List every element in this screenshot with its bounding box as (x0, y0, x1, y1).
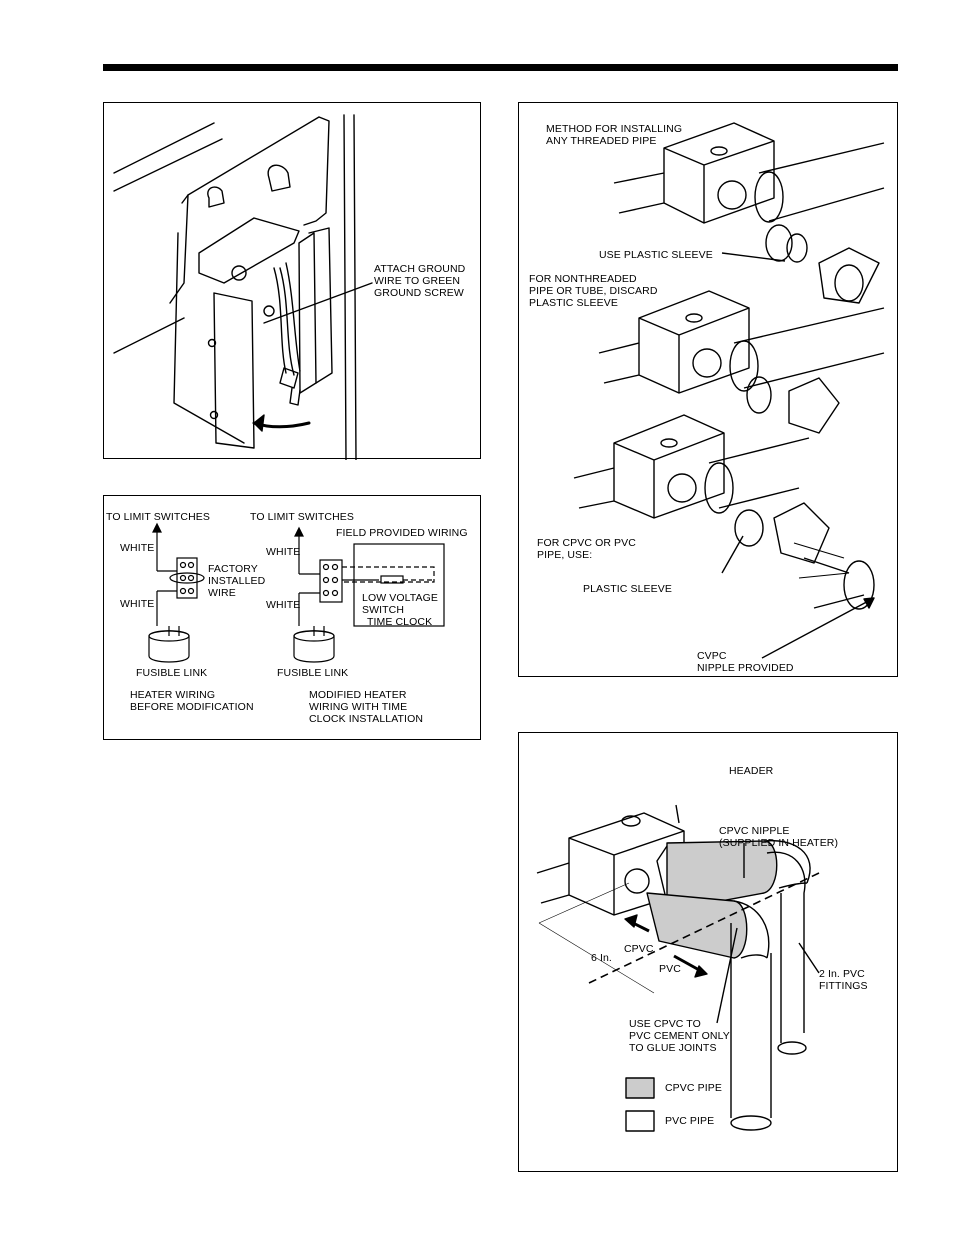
factory-wire-label: FACTORY INSTALLED WIRE (208, 563, 266, 599)
right-to-limit-label: TO LIMIT SWITCHES (250, 511, 354, 523)
right-white-top: WHITE (266, 546, 301, 558)
threaded-pipe-label: METHOD FOR INSTALLING ANY THREADED PIPE (546, 123, 683, 147)
field-wiring-label: FIELD PROVIDED WIRING (336, 527, 468, 539)
header-assembly-1 (613, 122, 885, 304)
pipe-installation-illustration (573, 122, 885, 659)
right-caption: MODIFIED HEATER WIRING WITH TIME CLOCK I… (309, 689, 424, 725)
fittings-label: 2 In. PVC FITTINGS (819, 968, 868, 992)
header-assembly-2 (598, 290, 885, 434)
low-voltage-switch-label: LOW VOLTAGE SWITCH (362, 592, 438, 616)
top-rule (103, 64, 898, 71)
legend-pvc-swatch (625, 1110, 655, 1132)
header-assembly-3 (573, 414, 875, 610)
heater-junction-illustration (113, 114, 373, 460)
left-white-bottom: WHITE (120, 598, 155, 610)
nonthreaded-label: FOR NONTHREADED PIPE OR TUBE, DISCARD PL… (529, 273, 658, 309)
figure-pipe-installation: METHOD FOR INSTALLING ANY THREADED PIPE … (518, 102, 898, 677)
nipple-provided-label: CVPC NIPPLE PROVIDED (697, 650, 794, 674)
legend-cpvc-label: CPVC PIPE (665, 1082, 722, 1094)
right-fusible-link-label: FUSIBLE LINK (277, 667, 349, 679)
ground-wire-label: ATTACH GROUND WIRE TO GREEN GROUND SCREW (374, 263, 466, 299)
use-plastic-sleeve-label: USE PLASTIC SLEEVE (599, 249, 713, 261)
legend-pvc-label: PVC PIPE (665, 1115, 715, 1127)
cpvc-nipple-label: CPVC NIPPLE (SUPPLIED IN HEATER) (719, 825, 839, 849)
header-label: HEADER (729, 765, 774, 777)
right-white-bottom: WHITE (266, 599, 301, 611)
left-white-top: WHITE (120, 542, 155, 554)
left-to-limit-label: TO LIMIT SWITCHES (106, 511, 210, 523)
cement-label: USE CPVC TO PVC CEMENT ONLY TO GLUE JOIN… (629, 1018, 730, 1054)
cpvc-pvc-illustration (536, 804, 820, 1132)
legend-cpvc-swatch (625, 1077, 655, 1099)
left-fusible-link-label: FUSIBLE LINK (136, 667, 208, 679)
figure-ground-wire: ATTACH GROUND WIRE TO GREEN GROUND SCREW (103, 102, 481, 460)
cpvc-label: CPVC (624, 943, 654, 955)
plastic-sleeve-label: PLASTIC SLEEVE (583, 583, 672, 595)
left-caption: HEATER WIRING BEFORE MODIFICATION (130, 689, 254, 713)
six-inch-label: 6 In. (591, 952, 612, 964)
pvc-label: PVC (659, 963, 681, 975)
time-clock-label: TIME CLOCK (367, 616, 433, 628)
figure-cpvc-connection: HEADER CPVC NIPPLE (SUPPLIED IN HEATER) … (518, 732, 898, 1172)
cpvc-pvc-label: FOR CPVC OR PVC PIPE, USE: (537, 537, 636, 561)
wiring-diagram (148, 522, 445, 663)
figure-wiring-schematic: TO LIMIT SWITCHES WHITE WHITE FACTORY IN… (103, 495, 481, 740)
